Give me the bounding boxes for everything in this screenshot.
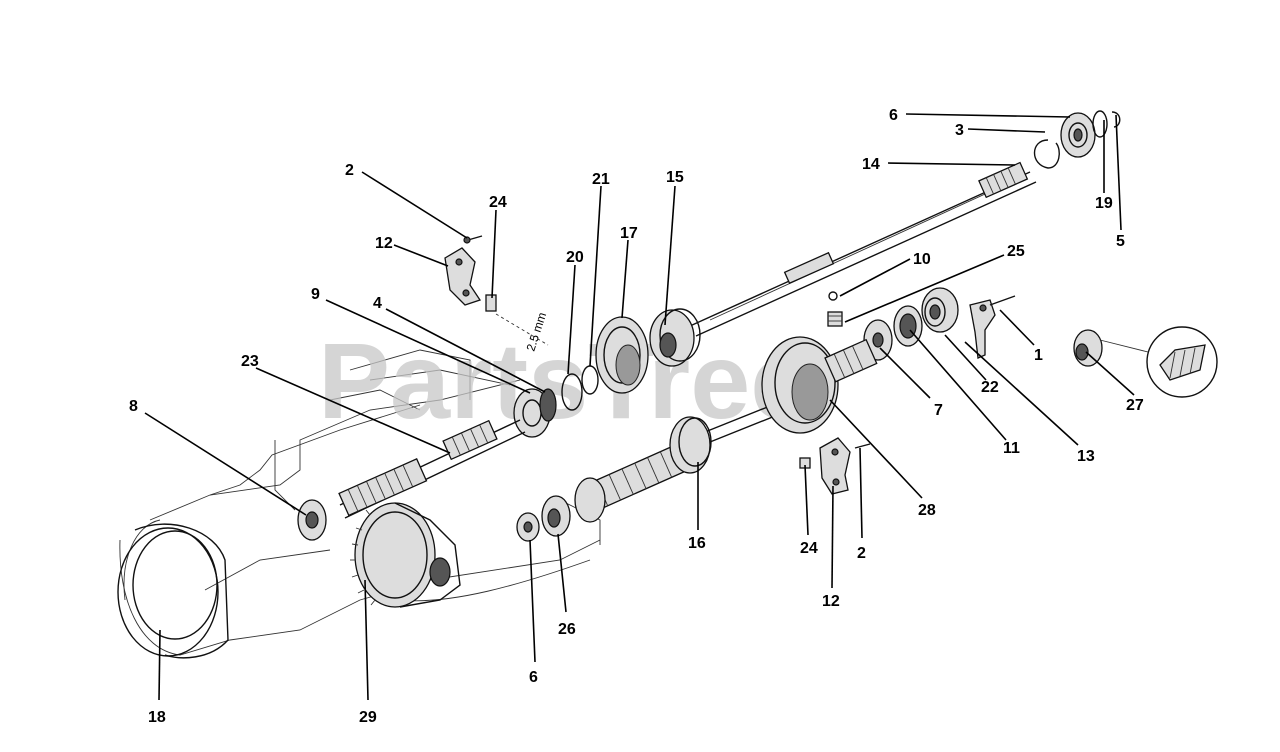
part-4-sleeve	[539, 388, 557, 422]
detail-magnifier-circle	[1146, 326, 1218, 398]
callout-23: 23	[241, 353, 259, 370]
leader-lines	[144, 113, 1135, 701]
callout-20: 20	[566, 249, 584, 266]
callout-29: 29	[359, 709, 377, 726]
part-14-upper-shaft	[689, 161, 1037, 337]
callout-22: 22	[981, 379, 999, 396]
callout-12-bottom: 12	[822, 593, 840, 610]
callout-14: 14	[862, 156, 880, 173]
part-22-bearing	[921, 287, 959, 333]
part-12-shift-fork-bottom	[819, 437, 851, 495]
callout-6-top: 6	[889, 107, 898, 124]
part-13-lever	[969, 299, 996, 359]
part-19-washer	[1092, 110, 1108, 138]
callout-2-bottom: 2	[857, 545, 866, 562]
part-8-bearing	[297, 499, 327, 541]
callout-4: 4	[373, 295, 382, 312]
callout-3: 3	[955, 122, 964, 139]
callout-13: 13	[1077, 448, 1095, 465]
callout-5: 5	[1116, 233, 1125, 250]
callout-16: 16	[688, 535, 706, 552]
callout-6-bottom: 6	[529, 669, 538, 686]
part-3-snap-ring	[1033, 139, 1060, 169]
callout-19: 19	[1095, 195, 1113, 212]
callout-21: 21	[592, 171, 610, 188]
callout-17: 17	[620, 225, 638, 242]
callout-26: 26	[558, 621, 576, 638]
callout-27: 27	[1126, 397, 1144, 414]
callout-10: 10	[913, 251, 931, 268]
callout-7: 7	[934, 402, 943, 419]
part-20-ring	[561, 373, 583, 411]
part-10-ball	[828, 291, 838, 301]
part-28-gear-and-shaft	[704, 336, 878, 443]
callout-8: 8	[129, 398, 138, 415]
part-6-bearing-top	[1060, 112, 1096, 158]
part-25-spring	[827, 311, 843, 327]
part-12-shift-fork-top	[444, 247, 482, 306]
callout-18: 18	[148, 709, 166, 726]
callout-24-top: 24	[489, 194, 507, 211]
part-29-differential-gear	[350, 502, 461, 608]
part-1-pin	[989, 295, 1016, 306]
callout-11: 11	[1003, 440, 1020, 457]
part-23-input-shaft	[338, 419, 526, 519]
callout-28: 28	[918, 502, 936, 519]
part-16-splined-shaft	[574, 416, 712, 523]
part-24-key-top	[485, 294, 497, 312]
callout-15: 15	[666, 169, 684, 186]
part-17-gear	[595, 316, 649, 394]
part-2-pin-bottom	[854, 443, 871, 449]
callout-25: 25	[1007, 243, 1025, 260]
part-27-fitting	[1073, 329, 1149, 367]
part-15-gear	[649, 308, 701, 367]
callout-9: 9	[311, 286, 320, 303]
callout-12-top: 12	[375, 235, 393, 252]
part-18-housing-bell	[117, 523, 229, 659]
callout-labels: 6 3 14 19 5 2 24 12 21 15 17 20 10 25 9 …	[129, 107, 1144, 726]
part-26-gear	[541, 495, 571, 537]
callout-1: 1	[1034, 347, 1043, 364]
callout-2-top: 2	[345, 162, 354, 179]
part-2-pin-top	[463, 235, 483, 244]
part-6-bearing-bottom	[516, 512, 540, 542]
callout-24-bottom: 24	[800, 540, 818, 557]
